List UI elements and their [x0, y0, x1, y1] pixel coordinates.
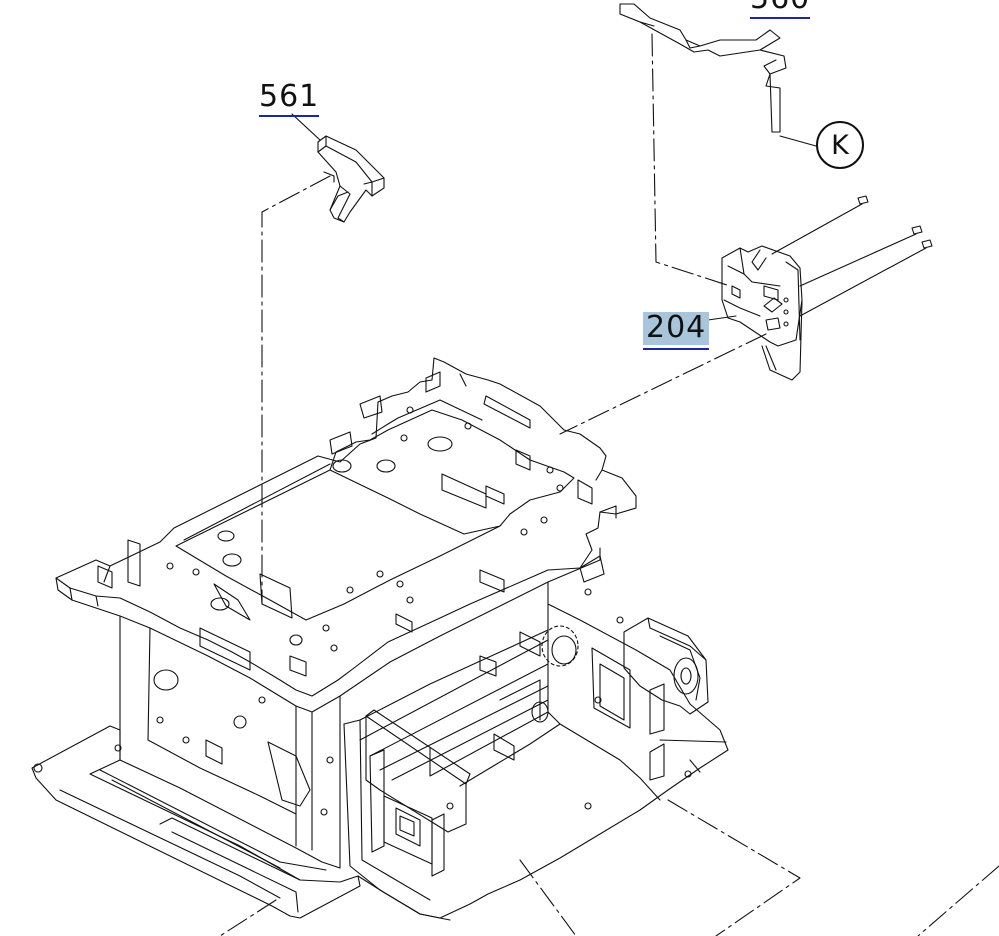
part-204-bracket [721, 245, 803, 381]
part-560-cable [619, 3, 787, 133]
part-number-561[interactable]: 561 [259, 79, 320, 117]
connector-callout-k: K [816, 121, 864, 169]
part-561-bracket [317, 135, 385, 223]
part-number-560[interactable]: 560 [750, 0, 811, 19]
main-chassis [31, 357, 729, 921]
screw-group [771, 195, 933, 317]
fan-unit [591, 617, 709, 729]
part-number-204-highlighted[interactable]: 204 [643, 310, 710, 350]
part-number-204-underline [643, 348, 710, 350]
callout-k-text: K [831, 129, 849, 161]
part-number-561-underline [259, 115, 320, 117]
part-number-561-text: 561 [259, 79, 320, 114]
part-number-560-text: 560 [750, 0, 810, 16]
part-number-204-text: 204 [646, 310, 707, 345]
assembly-lines [219, 33, 999, 936]
part-number-560-underline [750, 17, 811, 19]
